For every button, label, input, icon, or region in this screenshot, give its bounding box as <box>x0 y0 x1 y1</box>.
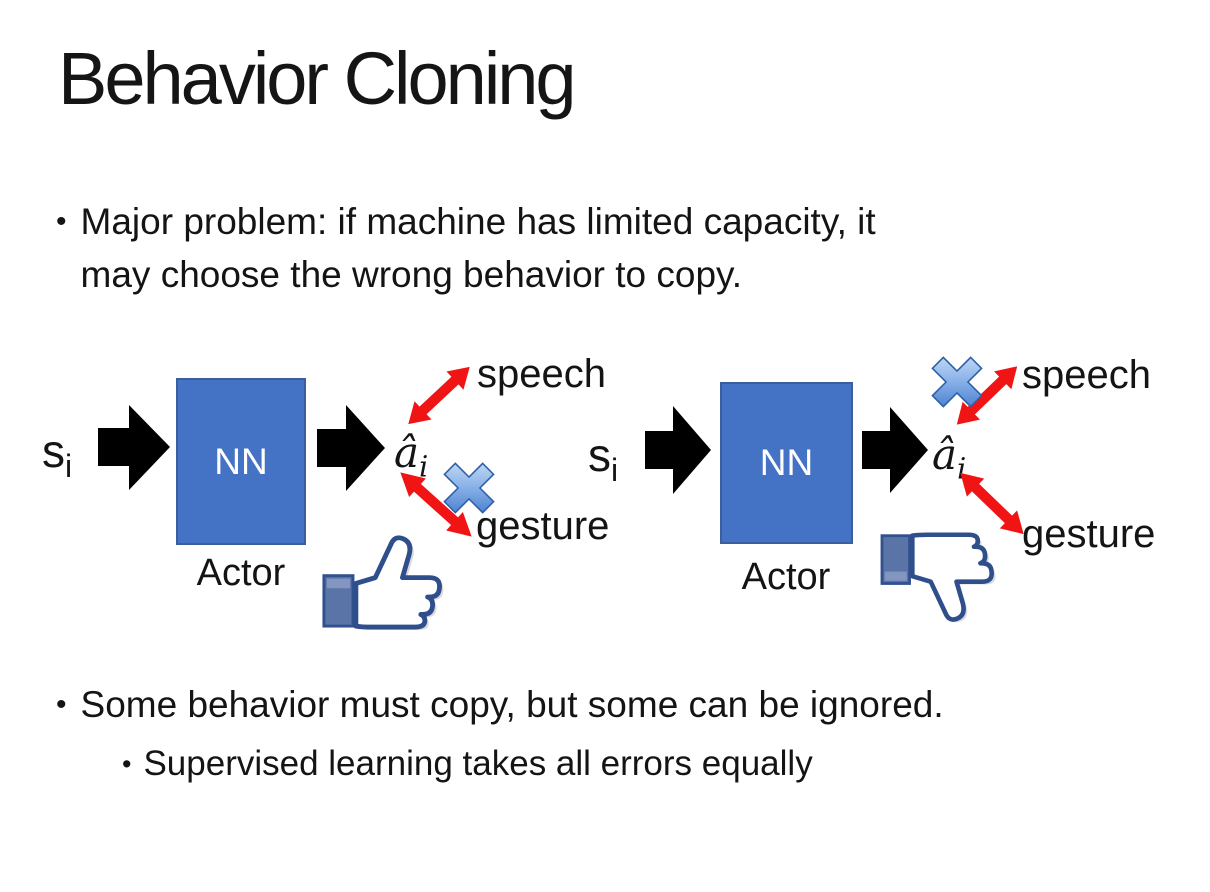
gesture-label: gesture <box>476 504 610 548</box>
input-state-label: si <box>588 428 618 486</box>
nn-label: NN <box>214 440 268 482</box>
speech-label: speech <box>477 352 606 396</box>
bullet-major-problem: • Major problem: if machine has limited … <box>56 195 876 301</box>
black-block-arrow-icon <box>862 407 928 493</box>
blue-cross-icon <box>931 356 983 408</box>
bullet-some-behavior: • Some behavior must copy, but some can … <box>56 680 944 730</box>
black-block-arrow-icon <box>98 405 170 490</box>
output-action-subscript: i <box>957 451 967 486</box>
bullet-glyph: • <box>56 688 67 721</box>
black-block-arrow-icon <box>317 405 385 491</box>
bullet-major-problem-text: Major problem: if machine has limited ca… <box>81 195 876 301</box>
output-action-subscript: i <box>419 449 429 484</box>
bullet-supervised-learning: • Supervised learning takes all errors e… <box>122 740 813 788</box>
blue-cross-icon <box>443 462 495 514</box>
speech-label: speech <box>1022 353 1151 397</box>
bullet-line-2: may choose the wrong behavior to copy. <box>80 254 743 295</box>
output-action-base: â <box>932 430 958 479</box>
bullet-some-behavior-text: Some behavior must copy, but some can be… <box>80 684 944 725</box>
gesture-label: gesture <box>1022 512 1156 556</box>
input-state-label: si <box>42 424 72 482</box>
thumbs-up-icon <box>322 535 444 630</box>
red-double-arrow-icon <box>400 472 472 537</box>
output-action-label: âi <box>932 430 966 483</box>
page-title: Behavior Cloning <box>58 37 577 120</box>
input-state-subscript: i <box>65 448 73 485</box>
red-double-arrow-icon <box>408 366 470 425</box>
input-state-base: s <box>42 425 65 477</box>
bullet-glyph: • <box>56 205 67 238</box>
nn-label: NN <box>759 442 814 483</box>
output-action-label: âi <box>394 428 428 481</box>
nn-box-right: NN <box>720 382 853 544</box>
red-double-arrow-icon <box>960 472 1024 535</box>
nn-box-left: NN <box>176 378 306 545</box>
actor-label: Actor <box>741 556 831 598</box>
output-action-base: â <box>394 428 420 477</box>
bullet-line-1: Major problem: if machine has limited ca… <box>80 201 876 242</box>
red-double-arrow-icon <box>956 366 1018 425</box>
thumbs-down-icon <box>880 532 996 623</box>
bullet-glyph: • <box>122 749 132 779</box>
input-state-subscript: i <box>611 452 619 489</box>
black-block-arrow-icon <box>645 406 711 494</box>
input-state-base: s <box>588 429 611 481</box>
actor-label: Actor <box>196 552 286 594</box>
bullet-supervised-learning-text: Supervised learning takes all errors equ… <box>143 744 813 783</box>
